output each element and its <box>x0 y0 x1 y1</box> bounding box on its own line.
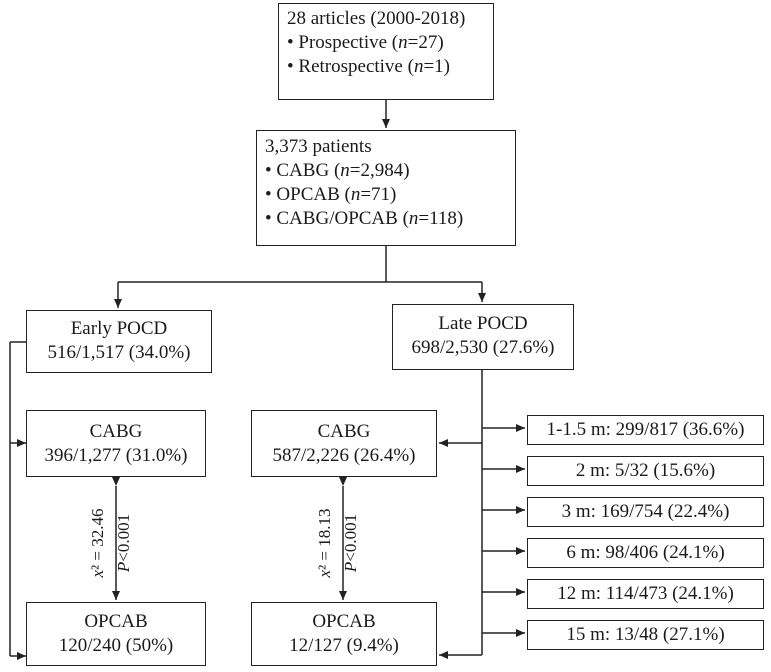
timepoint-box-6: 15 m: 13/48 (27.1%) <box>527 620 764 650</box>
articles-box: 28 articles (2000-2018) • Prospective (n… <box>278 3 494 100</box>
late-opcab-title: OPCAB <box>312 611 376 632</box>
early-opcab-value: 120/240 (50%) <box>58 635 174 656</box>
articles-item-prospective: • Prospective (n=27) <box>287 32 444 53</box>
late-p-value-label: P<0.001 <box>341 513 360 573</box>
late-cabg-value: 587/2,226 (26.4%) <box>272 445 416 466</box>
patients-item-cabg-opcab: • CABG/OPCAB (n=118) <box>265 208 464 229</box>
articles-item-retrospective: • Retrospective (n=1) <box>287 56 450 77</box>
timepoint-box-5: 12 m: 114/473 (24.1%) <box>527 579 764 609</box>
patients-box: 3,373 patients • CABG (n=2,984) • OPCAB … <box>256 130 516 246</box>
articles-title: 28 articles (2000-2018) <box>287 8 466 29</box>
late-pocd-value: 698/2,530 (27.6%) <box>411 337 555 358</box>
early-opcab-title: OPCAB <box>84 611 148 632</box>
timepoint-box-3: 3 m: 169/754 (22.4%) <box>527 497 764 527</box>
patients-title: 3,373 patients <box>265 136 372 157</box>
early-pocd-value: 516/1,517 (34.0%) <box>47 342 191 363</box>
patients-item-opcab: • OPCAB (n=71) <box>265 184 397 205</box>
patients-item-cabg: • CABG (n=2,984) <box>265 160 410 181</box>
late-opcab-value: 12/127 (9.4%) <box>289 635 399 656</box>
early-cabg-title: CABG <box>89 421 143 442</box>
late-pocd-title: Late POCD <box>438 313 528 334</box>
timepoint-box-2: 2 m: 5/32 (15.6%) <box>527 456 764 486</box>
late-opcab-box: OPCAB 12/127 (9.4%) <box>251 602 437 666</box>
early-p-value-label: P<0.001 <box>114 513 133 573</box>
early-opcab-box: OPCAB 120/240 (50%) <box>26 602 206 666</box>
early-pocd-title: Early POCD <box>70 318 168 339</box>
late-cabg-box: CABG 587/2,226 (26.4%) <box>251 410 437 477</box>
early-cabg-box: CABG 396/1,277 (31.0%) <box>26 410 206 477</box>
timepoint-box-4: 6 m: 98/406 (24.1%) <box>527 538 764 568</box>
late-cabg-title: CABG <box>317 421 371 442</box>
timepoint-box-1: 1-1.5 m: 299/817 (36.6%) <box>527 415 764 445</box>
early-pocd-box: Early POCD 516/1,517 (34.0%) <box>26 310 212 373</box>
late-pocd-box: Late POCD 698/2,530 (27.6%) <box>392 304 574 370</box>
early-cabg-value: 396/1,277 (31.0%) <box>44 445 188 466</box>
early-chi-square-label: x² = 32.46 <box>88 508 107 578</box>
late-chi-square-label: x² = 18.13 <box>315 508 334 578</box>
